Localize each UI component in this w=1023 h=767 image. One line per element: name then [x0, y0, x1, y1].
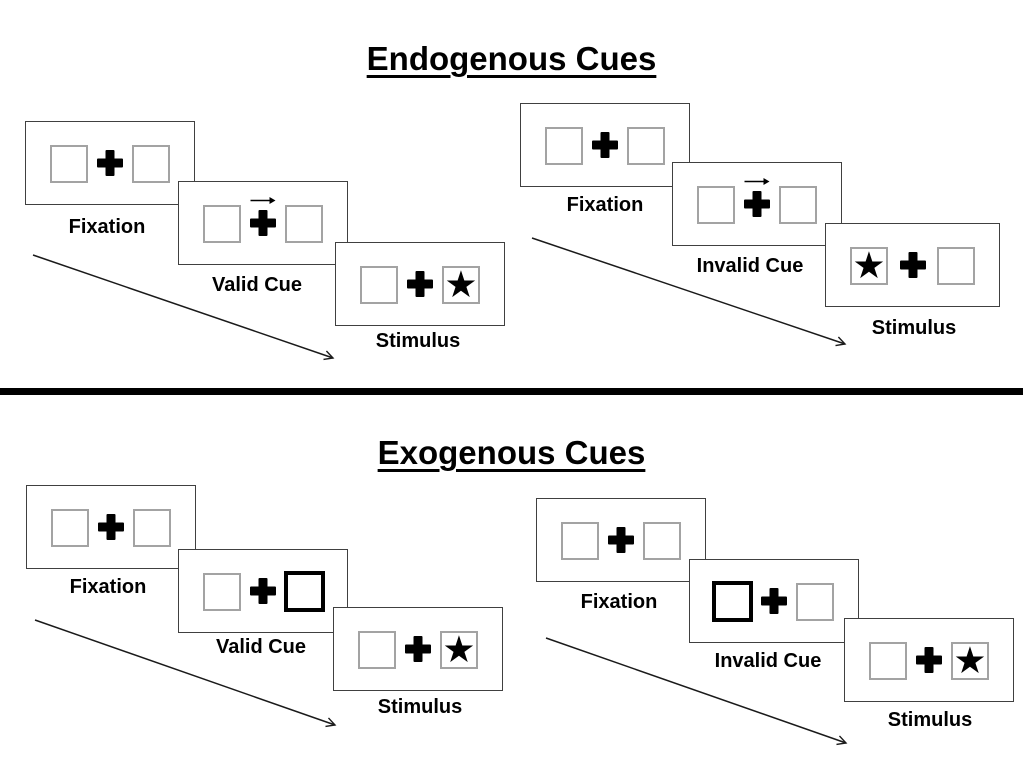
fixation-cross-icon [405, 636, 431, 662]
panel-label: Stimulus [871, 317, 957, 339]
right-placeholder-box [937, 247, 975, 285]
timeline-arrow-endogenous-valid [32, 254, 335, 361]
panel-label: Invalid Cue [696, 255, 804, 277]
panel-label: Invalid Cue [714, 650, 822, 672]
right-placeholder-box [779, 186, 817, 224]
cue-arrow-right-icon [250, 197, 276, 204]
fixation-cross-icon [97, 150, 123, 176]
panel-label: Fixation [69, 576, 147, 598]
right-placeholder-box [133, 509, 171, 547]
panel-label: Fixation [580, 591, 658, 613]
left-placeholder-box [545, 127, 583, 165]
right-cued-box [284, 571, 325, 612]
right-placeholder-box [643, 522, 681, 560]
panel-label: Fixation [68, 216, 146, 238]
timeline-arrow-endogenous-invalid [531, 237, 847, 347]
star-icon: ★ [442, 627, 476, 671]
panel-label: Fixation [566, 194, 644, 216]
stimulus-panel: ★ [335, 242, 505, 326]
cue-panel [689, 559, 859, 643]
left-placeholder-box [203, 205, 241, 243]
section-divider [0, 388, 1023, 395]
cue-panel [672, 162, 842, 246]
fixation-cross-icon [98, 514, 124, 540]
panel-label: Valid Cue [215, 636, 307, 658]
left-placeholder-box [697, 186, 735, 224]
right-placeholder-box [627, 127, 665, 165]
left-placeholder-box [561, 522, 599, 560]
fixation-cross-icon [407, 271, 433, 297]
fixation-cross-icon [761, 588, 787, 614]
section-title-endogenous: Endogenous Cues [366, 40, 657, 78]
left-placeholder-box [51, 509, 89, 547]
left-placeholder-box [869, 642, 907, 680]
right-target-box: ★ [951, 642, 989, 680]
star-icon: ★ [444, 262, 478, 306]
fixation-panel [26, 485, 196, 569]
left-cued-box [712, 581, 753, 622]
fixation-panel [25, 121, 195, 205]
panel-label: Stimulus [377, 696, 463, 718]
cue-arrow-right-icon [744, 178, 770, 185]
right-placeholder-box [796, 583, 834, 621]
star-icon: ★ [852, 243, 886, 287]
fixation-cross-icon [744, 191, 770, 217]
left-placeholder-box [203, 573, 241, 611]
fixation-cross-icon [916, 647, 942, 673]
cue-panel [178, 549, 348, 633]
fixation-panel [520, 103, 690, 187]
fixation-cross-icon [900, 252, 926, 278]
star-icon: ★ [953, 638, 987, 682]
fixation-cross-icon [250, 210, 276, 236]
stimulus-panel: ★ [333, 607, 503, 691]
left-target-box: ★ [850, 247, 888, 285]
left-placeholder-box [358, 631, 396, 669]
panel-label: Stimulus [375, 330, 461, 352]
cue-panel [178, 181, 348, 265]
stimulus-panel: ★ [844, 618, 1014, 702]
fixation-cross-icon [592, 132, 618, 158]
panel-label: Valid Cue [211, 274, 303, 296]
right-target-box: ★ [442, 266, 480, 304]
right-placeholder-box [285, 205, 323, 243]
right-placeholder-box [132, 145, 170, 183]
fixation-cross-icon [608, 527, 634, 553]
right-target-box: ★ [440, 631, 478, 669]
left-placeholder-box [50, 145, 88, 183]
left-placeholder-box [360, 266, 398, 304]
section-title-exogenous: Exogenous Cues [377, 434, 646, 472]
fixation-cross-icon [250, 578, 276, 604]
panel-label: Stimulus [887, 709, 973, 731]
fixation-panel [536, 498, 706, 582]
stimulus-panel: ★ [825, 223, 1000, 307]
